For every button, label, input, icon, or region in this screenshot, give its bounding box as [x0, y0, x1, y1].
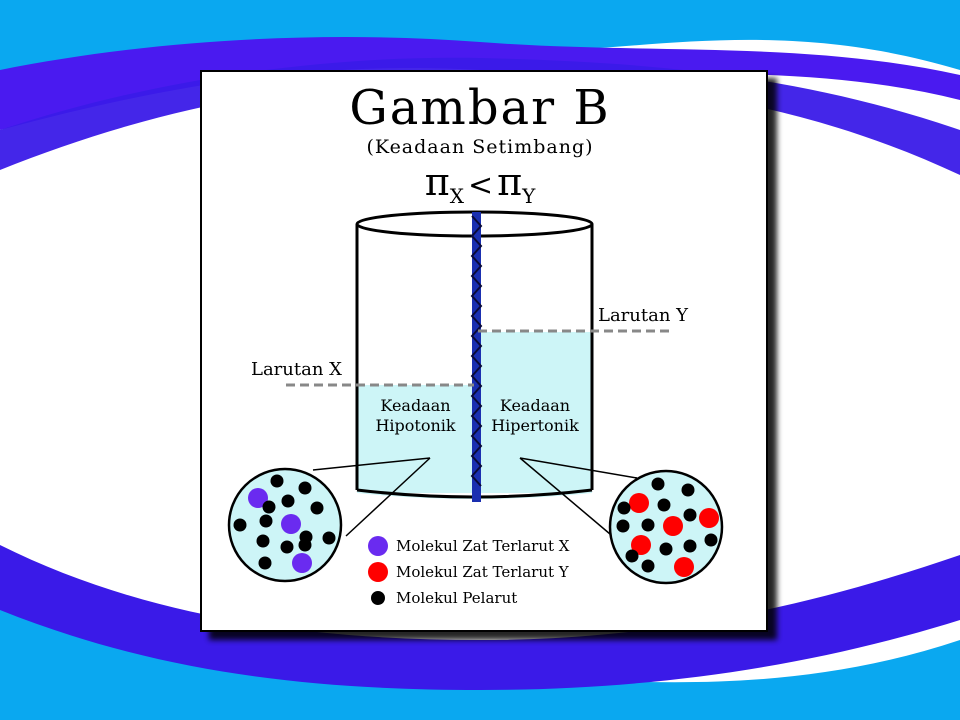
solute-x-molecule: [281, 514, 301, 534]
state-hipertonik: Keadaan Hipertonik: [478, 396, 592, 436]
solute-x-molecule: [292, 553, 312, 573]
solvent-molecule: [616, 519, 630, 533]
semipermeable-membrane: [472, 212, 481, 502]
liquid-left: [357, 385, 474, 493]
state-hipertonik-line2: Hipertonik: [491, 416, 579, 435]
solute-y-molecule: [699, 508, 719, 528]
solvent-molecule: [256, 534, 270, 548]
state-hipotonik-line1: Keadaan: [380, 396, 451, 415]
solvent-molecule: [270, 474, 284, 488]
solvent-molecule: [659, 542, 673, 556]
solvent-molecule: [298, 538, 312, 552]
solvent-molecule: [683, 508, 697, 522]
legend-item: Molekul Zat Terlarut X: [368, 533, 569, 559]
formula-relation: <: [467, 168, 494, 203]
callout-line-left-top: [312, 457, 431, 471]
solvent-molecule: [651, 477, 665, 491]
beaker-diagram: [227, 210, 724, 585]
solvent-molecule: [258, 556, 272, 570]
solute-y-molecule: [674, 557, 694, 577]
solvent-molecule: [310, 501, 324, 515]
molecules-x: [233, 474, 336, 573]
legend-label: Molekul Pelarut: [396, 589, 518, 607]
osmotic-pressure-formula: πX<πY: [0, 160, 960, 208]
legend-label: Molekul Zat Terlarut Y: [396, 563, 569, 581]
legend-dot: [368, 536, 388, 556]
solvent-molecule: [625, 549, 639, 563]
solute-y-molecule: [629, 493, 649, 513]
solvent-molecule: [617, 501, 631, 515]
legend-item: Molekul Zat Terlarut Y: [368, 559, 569, 585]
solvent-molecule: [641, 518, 655, 532]
solvent-molecule: [281, 494, 295, 508]
legend-label: Molekul Zat Terlarut X: [396, 537, 570, 555]
label-larutan-y: Larutan Y: [598, 305, 689, 326]
legend-item: Molekul Pelarut: [368, 585, 569, 611]
state-hipotonik-line2: Hipotonik: [375, 416, 456, 435]
solute-y-molecule: [663, 516, 683, 536]
liquid-right: [478, 332, 592, 493]
solvent-molecule: [280, 540, 294, 554]
formula-subscript-x: X: [449, 184, 464, 208]
state-hipotonik: Keadaan Hipotonik: [357, 396, 474, 436]
solvent-molecule: [704, 533, 718, 547]
solvent-molecule: [683, 539, 697, 553]
membrane-texture: [470, 215, 483, 487]
solvent-molecule: [259, 514, 273, 528]
solvent-molecule: [657, 498, 671, 512]
formula-subscript-y: Y: [522, 184, 536, 208]
diagram-title: Gambar B: [349, 80, 611, 136]
solute-y-molecule: [631, 535, 651, 555]
solvent-molecule: [298, 481, 312, 495]
callout-line-left-bottom: [345, 457, 431, 537]
legend-dot: [371, 591, 385, 605]
legend: Molekul Zat Terlarut X Molekul Zat Terlar…: [368, 533, 569, 611]
legend-dot: [368, 562, 388, 582]
solvent-molecule: [681, 483, 695, 497]
callout-line-right-top: [519, 457, 638, 479]
solvent-molecule: [262, 500, 276, 514]
solvent-molecule: [233, 518, 247, 532]
callout-line-right-bottom: [519, 457, 611, 535]
state-hipertonik-line1: Keadaan: [499, 396, 571, 415]
molecules-y: [616, 477, 719, 577]
label-larutan-x: Larutan X: [251, 359, 342, 380]
pi-symbol-x: π: [424, 160, 450, 204]
pi-symbol-y: π: [497, 160, 523, 204]
diagram-subtitle: (Keadaan Setimbang): [366, 136, 594, 158]
solute-x-molecule: [248, 488, 268, 508]
solvent-molecule: [641, 559, 655, 573]
solvent-molecule: [322, 531, 336, 545]
